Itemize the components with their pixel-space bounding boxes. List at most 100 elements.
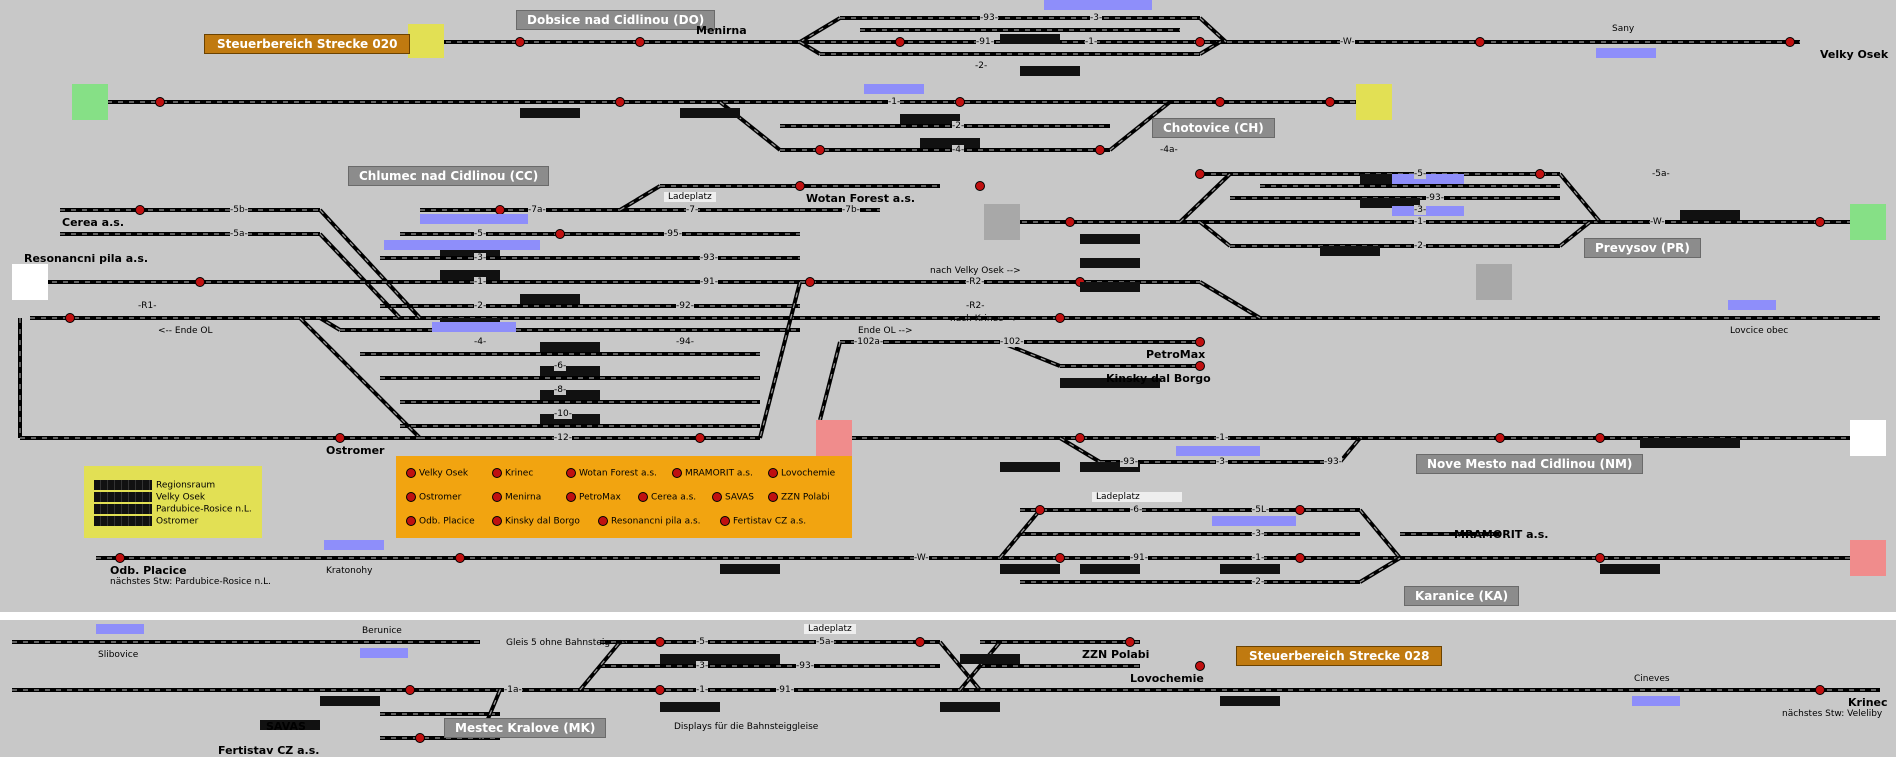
train-number-display[interactable]: [1320, 246, 1380, 256]
train-number-display[interactable]: [1640, 438, 1700, 448]
train-number-display[interactable]: [520, 294, 580, 304]
signal-icon[interactable]: [195, 277, 205, 287]
signal-icon[interactable]: [1595, 433, 1605, 443]
signal-icon[interactable]: [1595, 553, 1605, 563]
train-number-display[interactable]: [540, 342, 600, 352]
train-number-display[interactable]: [1100, 378, 1160, 388]
train-number-display[interactable]: [320, 696, 380, 706]
siding-item[interactable]: Menirna: [492, 492, 541, 503]
siding-item[interactable]: ZZN Polabi: [768, 492, 830, 503]
siding-item[interactable]: Ostromer: [406, 492, 461, 503]
siding-item[interactable]: Fertistav CZ a.s.: [720, 516, 806, 527]
signal-icon[interactable]: [635, 37, 645, 47]
signal-icon[interactable]: [1095, 145, 1105, 155]
train-number-display[interactable]: [900, 114, 960, 124]
train-number-display[interactable]: [440, 246, 500, 256]
signal-icon[interactable]: [1815, 217, 1825, 227]
signal-icon[interactable]: [1195, 169, 1205, 179]
station-cc[interactable]: Chlumec nad Cidlinou (CC): [348, 166, 550, 186]
signal-icon[interactable]: [335, 433, 345, 443]
station-nm[interactable]: Nove Mesto nad Cidlinou (NM): [1416, 454, 1644, 474]
train-number-display[interactable]: [520, 108, 580, 118]
signal-icon[interactable]: [1785, 37, 1795, 47]
train-number-display[interactable]: [960, 654, 1020, 664]
train-number-display[interactable]: [1080, 564, 1140, 574]
signal-icon[interactable]: [1075, 433, 1085, 443]
train-number-display[interactable]: [1600, 564, 1660, 574]
signal-icon[interactable]: [135, 205, 145, 215]
train-number-display[interactable]: [1220, 564, 1280, 574]
train-number-display[interactable]: [1060, 378, 1120, 388]
signal-icon[interactable]: [805, 277, 815, 287]
siding-item[interactable]: Lovochemie: [768, 468, 835, 479]
train-number-display[interactable]: [1000, 564, 1060, 574]
siding-item[interactable]: Cerea a.s.: [638, 492, 696, 503]
train-number-display[interactable]: [540, 366, 600, 376]
train-number-display[interactable]: [1080, 258, 1140, 268]
station-ka[interactable]: Karanice (KA): [1404, 586, 1520, 606]
signal-icon[interactable]: [815, 145, 825, 155]
train-number-display[interactable]: [540, 414, 600, 424]
station-pr[interactable]: Prevysov (PR): [1584, 238, 1701, 258]
station-ch[interactable]: Chotovice (CH): [1152, 118, 1275, 138]
train-number-display[interactable]: [940, 702, 1000, 712]
train-number-display[interactable]: [660, 654, 720, 664]
signal-icon[interactable]: [1195, 661, 1205, 671]
train-number-display[interactable]: [260, 720, 320, 730]
train-number-display[interactable]: [720, 564, 780, 574]
train-number-display[interactable]: [1220, 696, 1280, 706]
signal-icon[interactable]: [975, 181, 985, 191]
train-number-display[interactable]: [1360, 198, 1420, 208]
signal-icon[interactable]: [795, 181, 805, 191]
signal-icon[interactable]: [1215, 97, 1225, 107]
signal-icon[interactable]: [615, 97, 625, 107]
signal-icon[interactable]: [1055, 313, 1065, 323]
signal-icon[interactable]: [555, 229, 565, 239]
siding-item[interactable]: Resonancni pila a.s.: [598, 516, 701, 527]
signal-icon[interactable]: [1475, 37, 1485, 47]
signal-icon[interactable]: [65, 313, 75, 323]
signal-icon[interactable]: [415, 733, 425, 743]
signal-icon[interactable]: [1065, 217, 1075, 227]
signal-icon[interactable]: [655, 685, 665, 695]
siding-item[interactable]: Odb. Placice: [406, 516, 475, 527]
signal-icon[interactable]: [1535, 169, 1545, 179]
signal-icon[interactable]: [155, 97, 165, 107]
train-number-display[interactable]: [660, 702, 720, 712]
train-number-display[interactable]: [1080, 462, 1140, 472]
train-number-display[interactable]: [920, 138, 980, 148]
station-do[interactable]: Dobsice nad Cidlinou (DO): [516, 10, 716, 30]
signal-icon[interactable]: [1125, 637, 1135, 647]
train-number-display[interactable]: [440, 270, 500, 280]
signal-icon[interactable]: [1035, 505, 1045, 515]
signal-icon[interactable]: [405, 685, 415, 695]
siding-item[interactable]: PetroMax: [566, 492, 621, 503]
train-number-display[interactable]: [1080, 282, 1140, 292]
signal-icon[interactable]: [955, 97, 965, 107]
train-number-display[interactable]: [680, 108, 740, 118]
signal-icon[interactable]: [455, 553, 465, 563]
train-number-display[interactable]: [1680, 438, 1740, 448]
station-mk[interactable]: Mestec Kralove (MK): [444, 718, 607, 738]
siding-item[interactable]: Velky Osek: [406, 468, 468, 479]
train-number-display[interactable]: [1000, 34, 1060, 44]
train-number-display[interactable]: [1080, 234, 1140, 244]
train-number-display[interactable]: [1000, 462, 1060, 472]
siding-item[interactable]: Kinsky dal Borgo: [492, 516, 580, 527]
train-number-display[interactable]: [1020, 66, 1080, 76]
train-number-display[interactable]: [1360, 174, 1420, 184]
signal-icon[interactable]: [115, 553, 125, 563]
signal-icon[interactable]: [515, 37, 525, 47]
signal-icon[interactable]: [655, 637, 665, 647]
signal-icon[interactable]: [915, 637, 925, 647]
siding-item[interactable]: MRAMORIT a.s.: [672, 468, 753, 479]
signal-icon[interactable]: [1325, 97, 1335, 107]
train-number-display[interactable]: [540, 390, 600, 400]
train-number-display[interactable]: [720, 654, 780, 664]
siding-item[interactable]: SAVAS: [712, 492, 754, 503]
siding-item[interactable]: Krinec: [492, 468, 533, 479]
signal-icon[interactable]: [1295, 505, 1305, 515]
siding-item[interactable]: Wotan Forest a.s.: [566, 468, 657, 479]
signal-icon[interactable]: [1295, 553, 1305, 563]
signal-icon[interactable]: [1495, 433, 1505, 443]
